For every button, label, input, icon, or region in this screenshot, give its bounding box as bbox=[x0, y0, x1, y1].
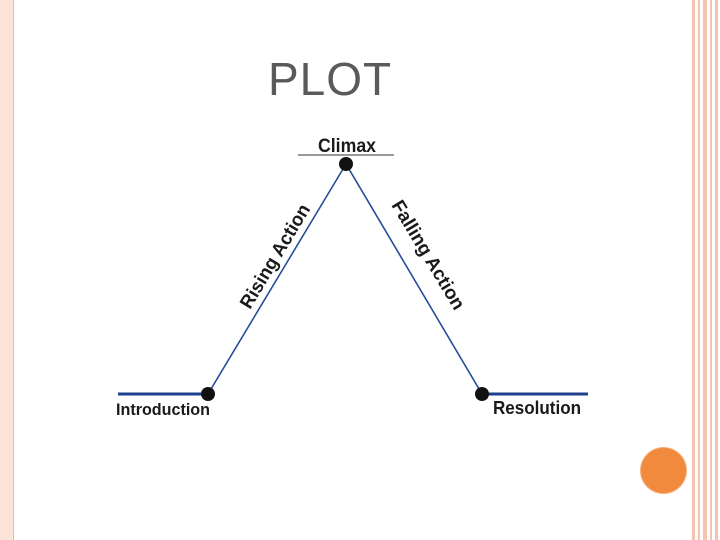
right-border-stripe bbox=[703, 0, 707, 540]
right-border-stripe bbox=[710, 0, 712, 540]
slide-title: PLOT bbox=[268, 53, 393, 105]
introduction-label: Introduction bbox=[116, 400, 210, 419]
introduction-point bbox=[201, 387, 215, 401]
falling-action-label: Falling Action bbox=[387, 197, 469, 314]
rising-action-label: Rising Action bbox=[236, 201, 315, 313]
right-border-stripe bbox=[698, 0, 700, 540]
right-border bbox=[690, 0, 720, 540]
resolution-label: Resolution bbox=[493, 398, 581, 418]
falling-action-line bbox=[345, 163, 483, 395]
right-border-stripe bbox=[715, 0, 718, 540]
climax-label: Climax bbox=[318, 136, 376, 157]
rising-action-line bbox=[207, 163, 347, 395]
resolution-point bbox=[475, 387, 489, 401]
decorative-circle bbox=[641, 448, 686, 493]
left-border bbox=[0, 0, 14, 540]
right-border-stripe bbox=[692, 0, 695, 540]
climax-point bbox=[339, 157, 353, 171]
